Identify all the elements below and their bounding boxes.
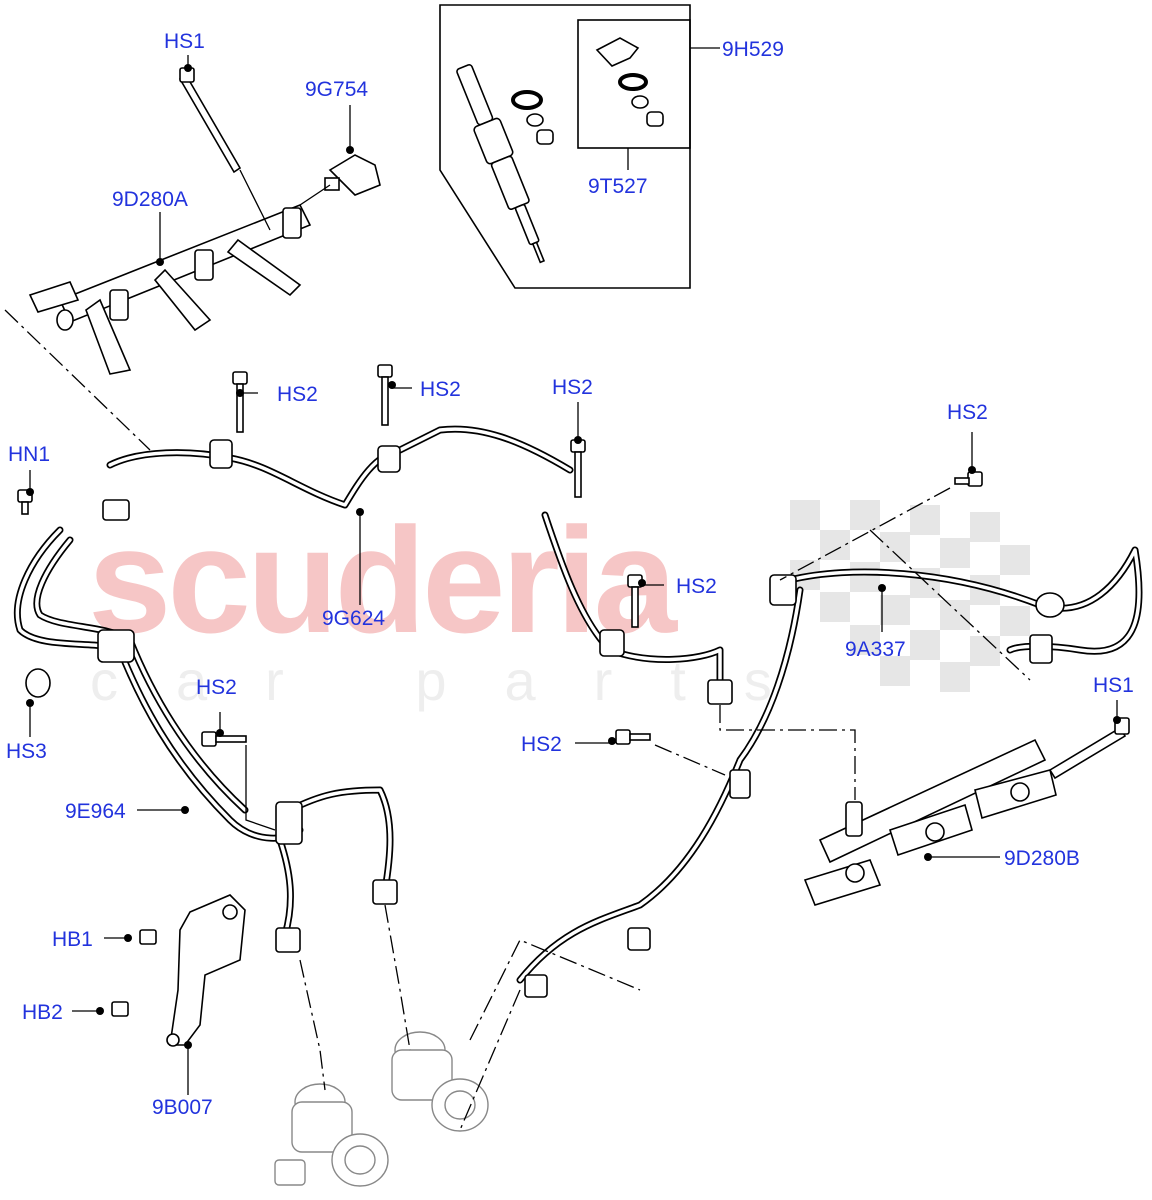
label-hs2-e: HS2 — [196, 676, 237, 699]
assembly-lines — [299, 487, 1031, 1131]
fuel-rail-left — [4, 67, 381, 451]
label-9d280b: 9D280B — [1004, 847, 1080, 870]
fuel-injector — [456, 64, 546, 264]
label-hb1: HB1 — [52, 928, 93, 951]
label-9h529: 9H529 — [722, 38, 784, 61]
bracket — [111, 894, 246, 1047]
label-hs2-d: HS2 — [676, 575, 717, 598]
label-9b007: 9B007 — [152, 1096, 213, 1119]
label-hb2: HB2 — [22, 1001, 63, 1024]
fuel-pumps — [274, 1031, 489, 1187]
label-9g624: 9G624 — [322, 607, 385, 630]
label-hs3: HS3 — [6, 740, 47, 763]
bolts — [17, 364, 983, 747]
injector-kit-inset — [439, 4, 720, 289]
label-9t527: 9T527 — [588, 175, 648, 198]
fuel-pipes — [13, 425, 1143, 998]
label-hs2-c: HS2 — [552, 376, 593, 399]
label-9g754: 9G754 — [305, 78, 368, 101]
label-hs1-top: HS1 — [164, 30, 205, 53]
label-hn1: HN1 — [8, 443, 50, 466]
label-hs1-right: HS1 — [1093, 674, 1134, 697]
watermark-main: scuderia — [88, 496, 679, 664]
fuel-rail-right — [803, 717, 1130, 906]
label-hs2-a: HS2 — [277, 383, 318, 406]
callout-dots — [26, 64, 1121, 1049]
label-9e964: 9E964 — [65, 800, 126, 823]
label-9d280a: 9D280A — [112, 188, 188, 211]
leader-lines — [29, 55, 1118, 1095]
label-9a337: 9A337 — [845, 638, 906, 661]
checkered-flag-icon — [790, 500, 1030, 692]
label-hs2-g: HS2 — [947, 401, 988, 424]
label-hs2-b: HS2 — [420, 378, 461, 401]
callout-labels: HS1 9G754 9D280A 9H529 9T527 HN1 HS2 HS2… — [6, 30, 1134, 1119]
label-hs2-f: HS2 — [521, 733, 562, 756]
